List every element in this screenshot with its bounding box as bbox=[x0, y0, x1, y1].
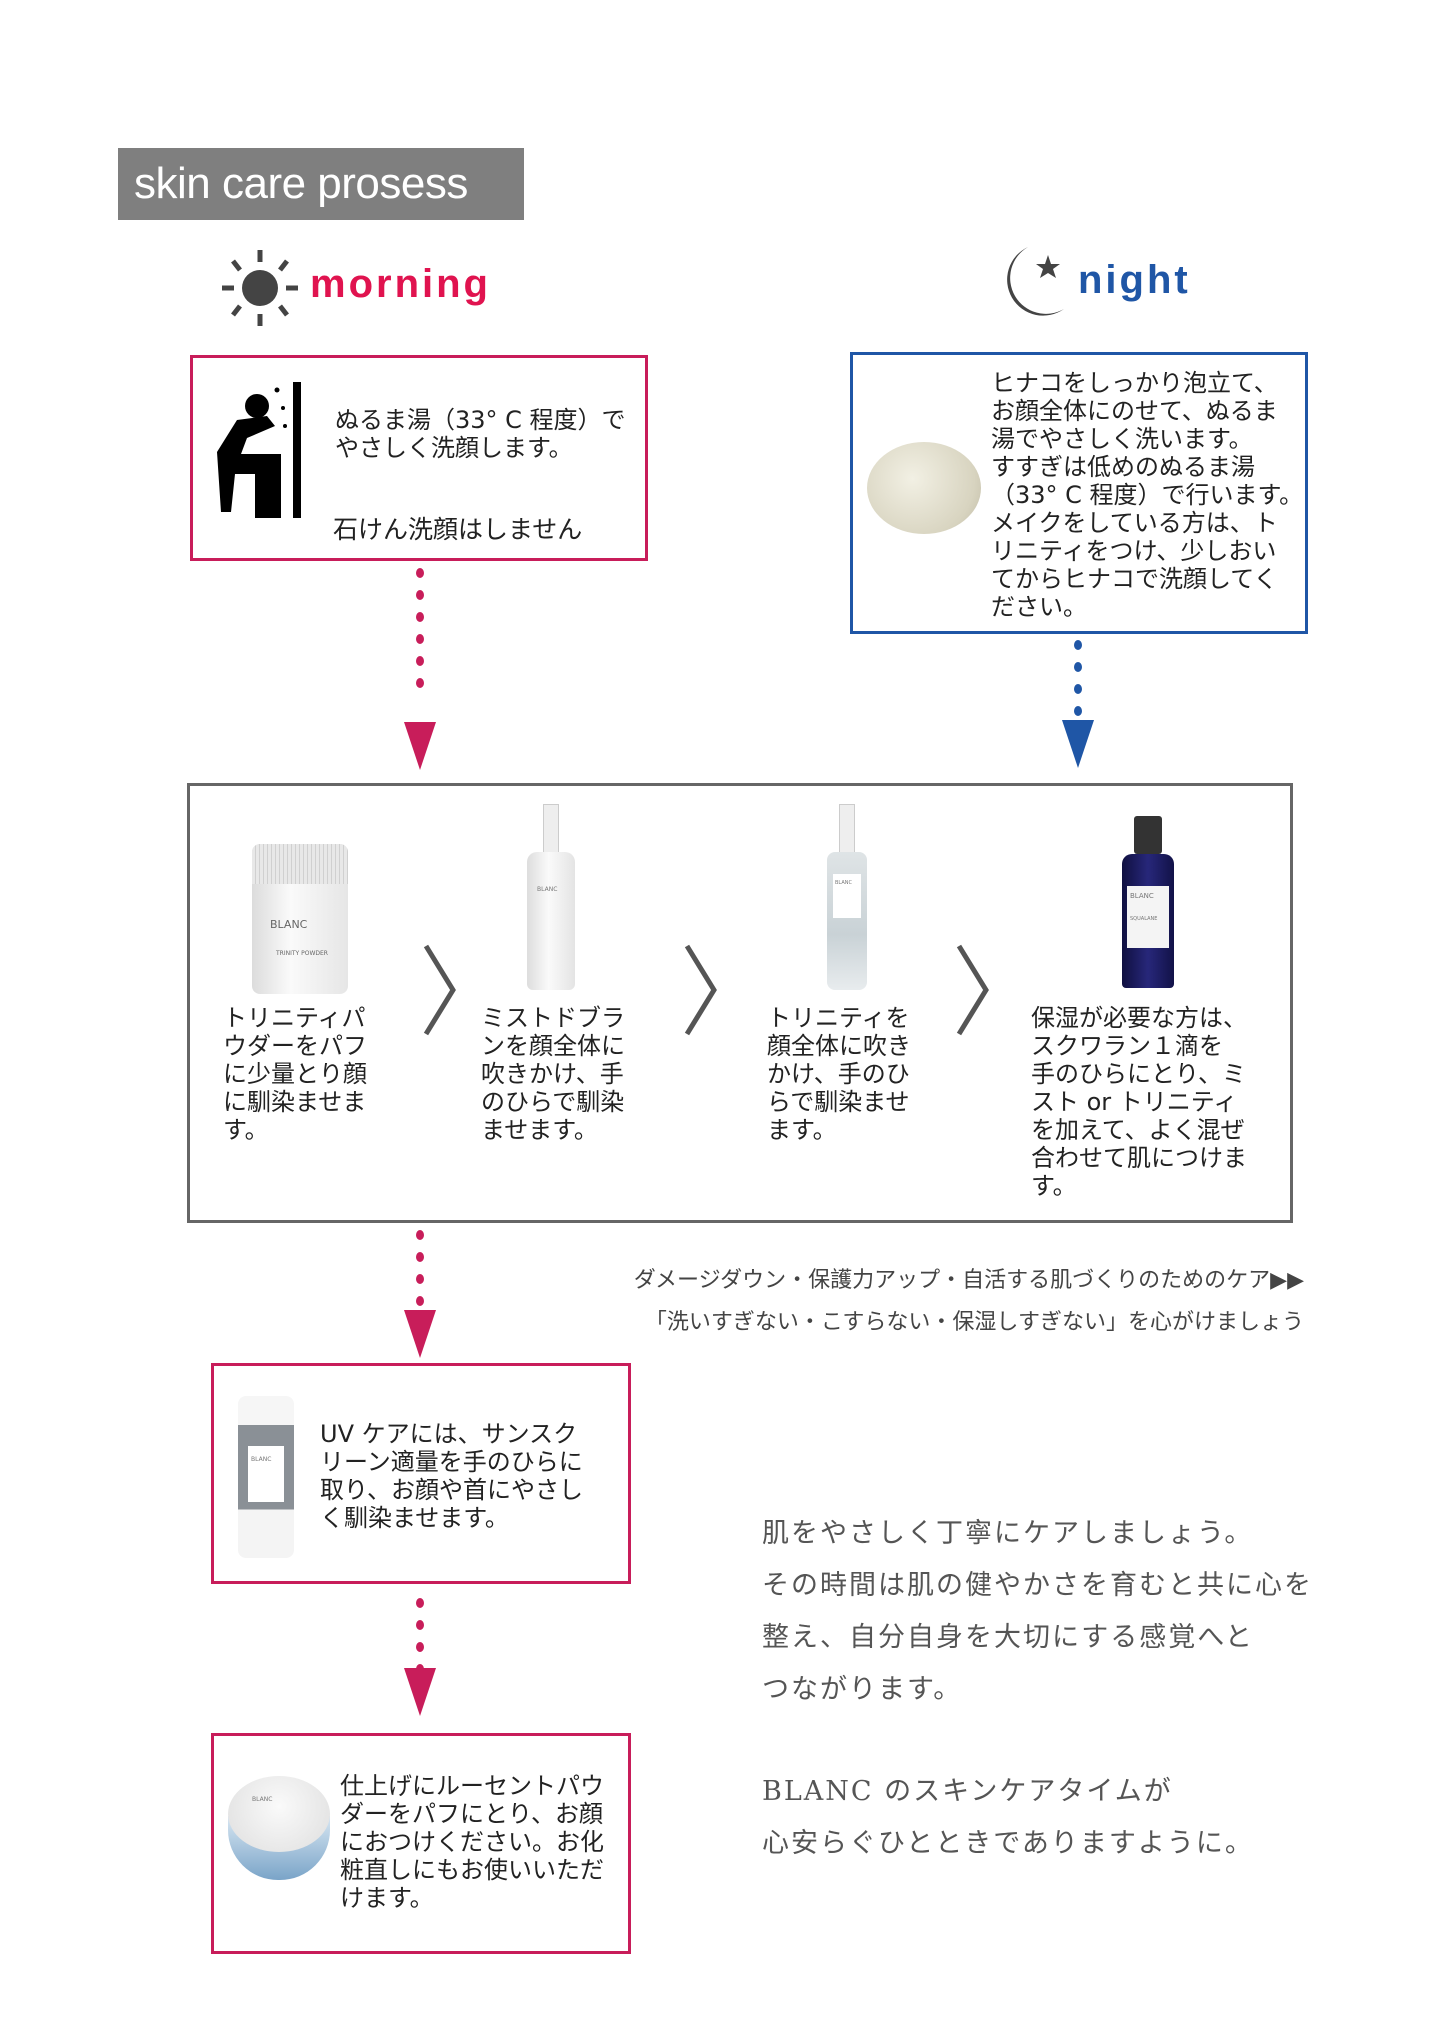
foam-ball-image bbox=[867, 442, 981, 534]
chevron-right-icon bbox=[956, 944, 989, 1036]
morning-step-text: ぬるま湯（33° C 程度）で やさしく洗顔します。 bbox=[335, 406, 626, 462]
dotted-connector bbox=[416, 1230, 424, 1318]
chevron-right-icon bbox=[423, 944, 456, 1036]
arrow-down-icon bbox=[1062, 720, 1094, 768]
common-steps-panel: BLANC TRINITY POWDER トリニティパ ウダーをパフ に少量とり… bbox=[187, 783, 1293, 1223]
morning-dotted-connector bbox=[416, 568, 424, 700]
sunscreen-bottle-image: BLANC bbox=[238, 1396, 294, 1558]
step-2-text: ミストドブラ ンを顔全体に 吹きかけ、手 のひらで馴染 ませます。 bbox=[481, 1004, 625, 1144]
step-4-text: 保湿が必要な方は、 スクワラン１滴を 手のひらにとり、ミ スト or トリニティ… bbox=[1031, 1004, 1247, 1200]
message-paragraph-1: 肌をやさしく丁寧にケアしましょう。 その時間は肌の健やかさを育むと共に心を 整え… bbox=[762, 1518, 1313, 1705]
uv-care-card: BLANC UV ケアには、サンスク リーン適量を手のひらに 取り、お顔や首にや… bbox=[211, 1363, 631, 1584]
night-step-text: ヒナコをしっかり泡立て、 お顔全体にのせて、ぬるま 湯でやさしく洗います。 すす… bbox=[991, 369, 1304, 621]
finishing-text: 仕上げにルーセントパウ ダーをパフにとり、お顔 におつけください。お化 粧直しに… bbox=[340, 1772, 604, 1912]
arrow-down-icon bbox=[404, 722, 436, 770]
tagline-line-2: 「洗いすぎない・こすらない・保湿しすぎない」を心がけましょう bbox=[644, 1310, 1304, 1335]
sun-icon bbox=[222, 250, 298, 326]
loose-powder-image: BLANC bbox=[228, 1776, 330, 1880]
finishing-powder-card: BLANC 仕上げにルーセントパウ ダーをパフにとり、お顔 におつけください。お… bbox=[211, 1733, 631, 1954]
uv-care-text: UV ケアには、サンスク リーン適量を手のひらに 取り、お顔や首にやさし く馴染… bbox=[320, 1420, 584, 1532]
morning-note: 石けん洗顔はしません bbox=[333, 515, 583, 544]
moon-star-icon bbox=[1007, 247, 1064, 316]
mist-bottle-image: BLANC bbox=[523, 804, 579, 990]
trinity-powder-image: BLANC TRINITY POWDER bbox=[252, 844, 348, 994]
arrow-down-icon bbox=[404, 1668, 436, 1716]
night-label: night bbox=[1078, 258, 1191, 302]
trinity-mist-image: BLANC bbox=[825, 804, 869, 990]
squalane-bottle-image: BLANC SQUALANE bbox=[1118, 816, 1178, 988]
message-paragraph-2: BLANC のスキンケアタイムが 心安らぐひとときでありますように。 bbox=[762, 1776, 1254, 1859]
section-title: skin care prosess bbox=[118, 148, 524, 220]
morning-wash-card: ぬるま湯（33° C 程度）で やさしく洗顔します。 石けん洗顔はしません bbox=[190, 355, 648, 561]
chevron-right-icon bbox=[684, 944, 717, 1036]
tagline-line-1: ダメージダウン・保護力アップ・自活する肌づくりのためのケア▶▶ bbox=[633, 1268, 1304, 1293]
arrow-down-icon bbox=[404, 1310, 436, 1358]
morning-label: morning bbox=[310, 262, 491, 306]
night-wash-card: ヒナコをしっかり泡立て、 お顔全体にのせて、ぬるま 湯でやさしく洗います。 すす… bbox=[850, 352, 1308, 634]
night-dotted-connector bbox=[1074, 640, 1082, 728]
step-1-text: トリニティパ ウダーをパフ に少量とり顔 に馴染ませま す。 bbox=[223, 1004, 367, 1144]
step-3-text: トリニティを 顔全体に吹き かけ、手のひ らで馴染ませ ます。 bbox=[767, 1004, 911, 1144]
face-washing-icon bbox=[217, 382, 301, 518]
